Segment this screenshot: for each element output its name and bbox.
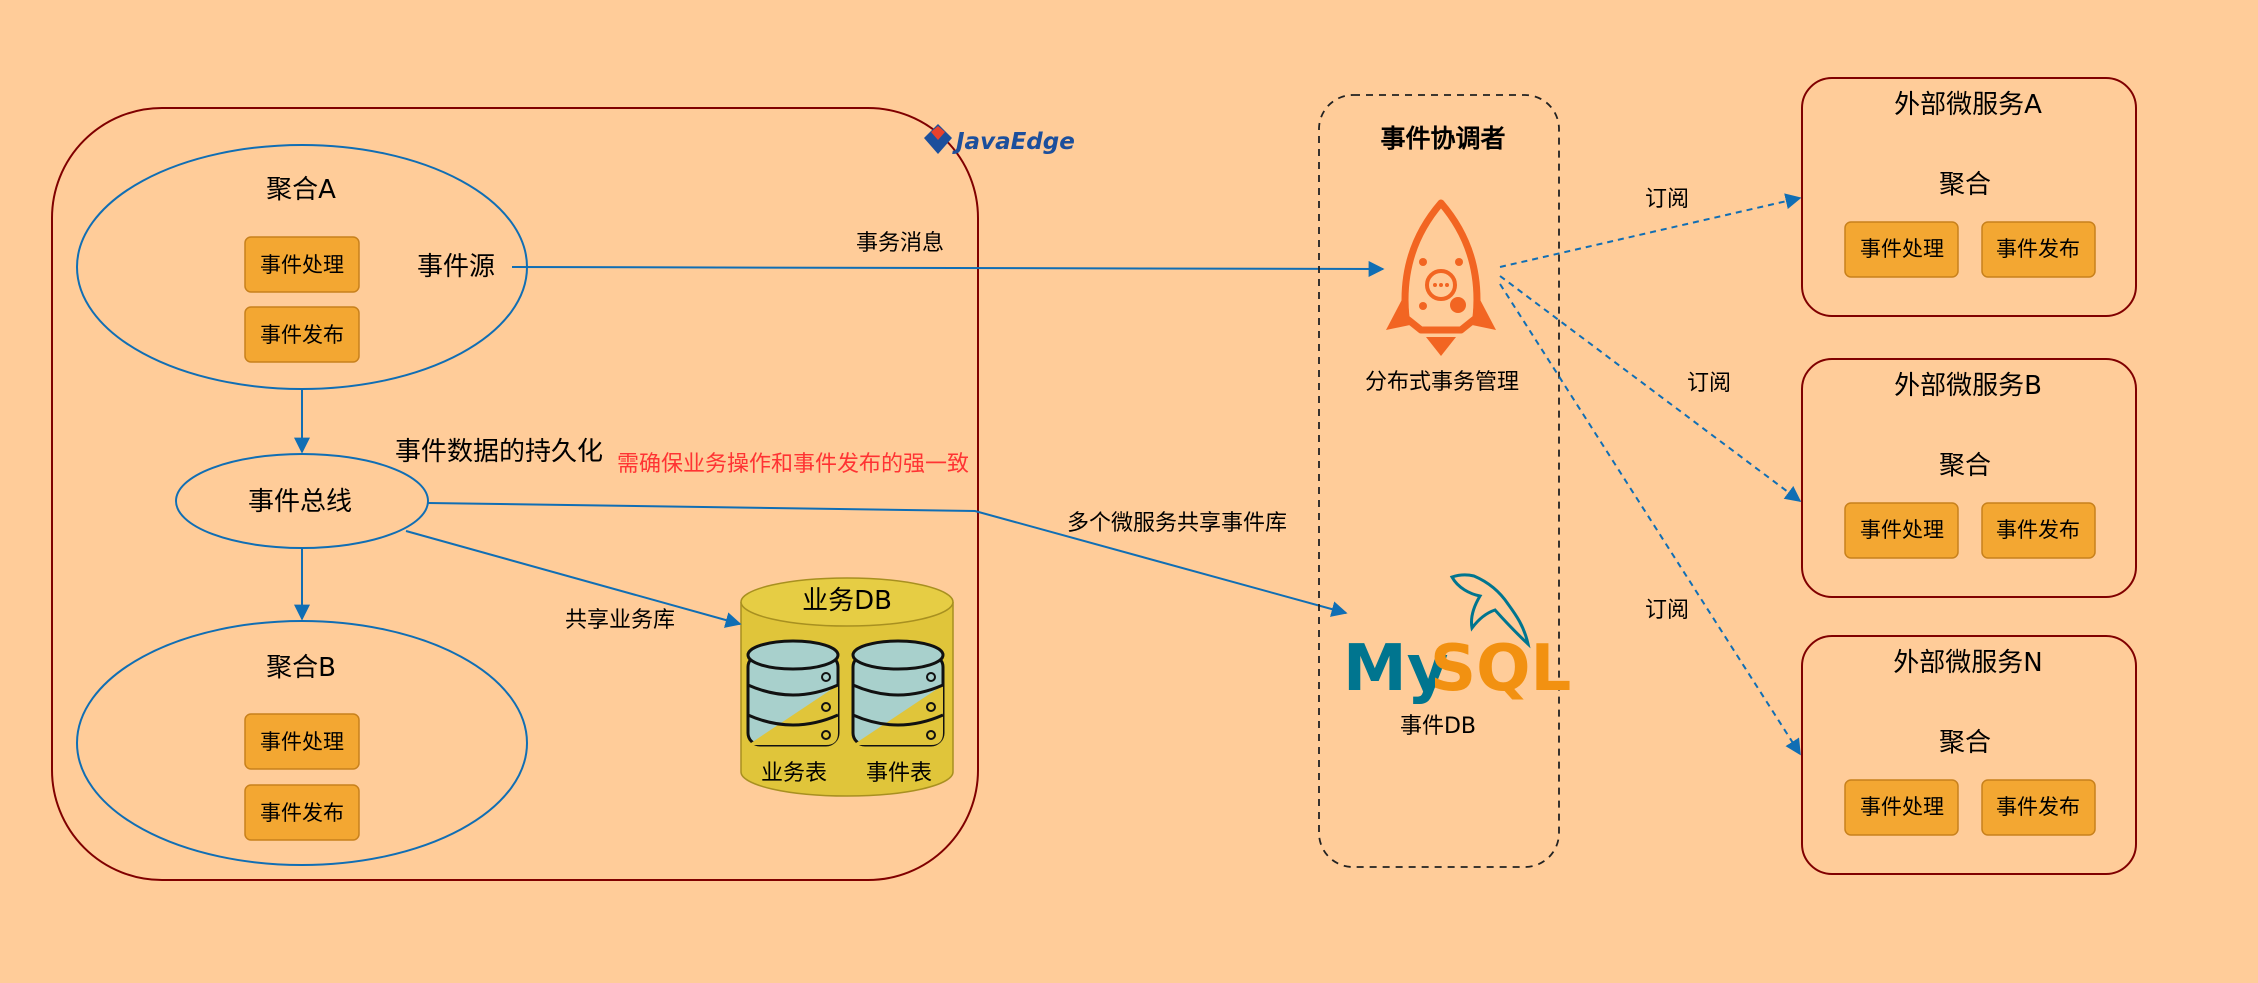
tx-message-label: 事务消息 xyxy=(856,231,944,256)
external-service-a-title: 外部微服务A xyxy=(1894,90,2042,120)
external-service-n-event-handle-label: 事件处理 xyxy=(1860,795,1944,819)
external-service-b: 外部微服务B 聚合 事件处理 事件发布 xyxy=(1801,358,2137,598)
subscribe-b-label: 订阅 xyxy=(1687,371,1731,396)
aggregate-b-ellipse xyxy=(76,620,528,866)
aggregate-a-event-handle-button[interactable] xyxy=(244,236,360,293)
external-service-b-event-handle-button[interactable] xyxy=(1844,502,1959,559)
subscribe-a-arrow xyxy=(1499,193,1802,268)
subscribe-n-arrow xyxy=(1499,283,1801,756)
event-coordinator-title: 事件协调者 xyxy=(1380,124,1505,153)
event-source-label: 事件源 xyxy=(417,252,495,282)
aggregate-b-event-publish-button[interactable] xyxy=(244,784,360,841)
aggregate-b-event-handle-label: 事件处理 xyxy=(260,730,344,754)
external-service-a-event-publish-label: 事件发布 xyxy=(1996,237,2080,261)
mysql-logo-my: My xyxy=(1343,632,1448,706)
external-service-n-event-handle-button[interactable] xyxy=(1844,779,1959,836)
subscribe-b-arrow xyxy=(1499,275,1802,502)
external-service-b-event-publish-button[interactable] xyxy=(1981,502,2096,559)
aggregate-a-event-publish-label: 事件发布 xyxy=(260,323,344,347)
external-service-n-event-publish-label: 事件发布 xyxy=(1996,795,2080,819)
business-db: 业务DB 业务表 事件表 xyxy=(740,577,954,797)
external-service-b-event-publish-label: 事件发布 xyxy=(1996,518,2080,542)
persistence-label: 事件数据的持久化 xyxy=(395,437,603,467)
tx-message-arrow xyxy=(511,260,1385,277)
aggregate-a-event-publish-button[interactable] xyxy=(244,306,360,363)
external-service-b-aggregate: 聚合 xyxy=(1939,451,1991,481)
aggregate-b-event-publish-label: 事件发布 xyxy=(260,801,344,825)
external-service-a-event-publish-button[interactable] xyxy=(1981,221,2096,278)
aggregate-a-title: 聚合A xyxy=(266,175,336,205)
subscribe-a-label: 订阅 xyxy=(1645,187,1689,212)
shared-event-db-label: 多个微服务共享事件库 xyxy=(1067,511,1287,536)
rocket-icon xyxy=(1386,199,1496,356)
bounded-context-container xyxy=(51,107,979,881)
external-service-a-event-handle-button[interactable] xyxy=(1844,221,1959,278)
external-service-n-aggregate: 聚合 xyxy=(1939,728,1991,758)
external-service-n-title: 外部微服务N xyxy=(1893,648,2042,678)
business-table-label: 业务表 xyxy=(761,761,827,786)
mysql-dolphin-icon xyxy=(1449,573,1531,649)
event-table-icon xyxy=(851,639,945,747)
event-db-label: 事件DB xyxy=(1400,714,1476,739)
shared-business-db-label: 共享业务库 xyxy=(565,608,675,633)
javaedge-logo-text: JavaEdge xyxy=(952,129,1075,155)
external-service-n: 外部微服务N 聚合 事件处理 事件发布 xyxy=(1801,635,2137,875)
external-service-a-event-handle-label: 事件处理 xyxy=(1860,237,1944,261)
consistency-warning: 需确保业务操作和事件发布的强一致 xyxy=(617,452,969,477)
mysql-logo-sql: SQL xyxy=(1430,632,1571,706)
tx-manager-label: 分布式事务管理 xyxy=(1365,370,1519,395)
event-bus-label: 事件总线 xyxy=(248,487,352,517)
aggregate-b-event-handle-button[interactable] xyxy=(244,713,360,770)
subscribe-n-label: 订阅 xyxy=(1645,598,1689,623)
business-table-icon xyxy=(746,639,840,747)
javaedge-logo: JavaEdge xyxy=(924,124,1075,155)
shared-event-db-arrow xyxy=(427,502,1348,617)
shared-business-db-arrow xyxy=(405,530,742,628)
external-service-b-title: 外部微服务B xyxy=(1894,371,2042,401)
business-db-title: 业务DB xyxy=(802,586,892,616)
aggregate-b-title: 聚合B xyxy=(266,653,336,683)
external-service-n-event-publish-button[interactable] xyxy=(1981,779,2096,836)
external-service-a-aggregate: 聚合 xyxy=(1939,170,1991,200)
event-coordinator-container xyxy=(1318,94,1560,868)
event-table-label: 事件表 xyxy=(866,761,932,786)
aggregate-a-event-handle-label: 事件处理 xyxy=(260,253,344,277)
external-service-b-event-handle-label: 事件处理 xyxy=(1860,518,1944,542)
external-service-a: 外部微服务A 聚合 事件处理 事件发布 xyxy=(1801,77,2137,317)
mysql-logo: My SQL xyxy=(1343,573,1571,706)
